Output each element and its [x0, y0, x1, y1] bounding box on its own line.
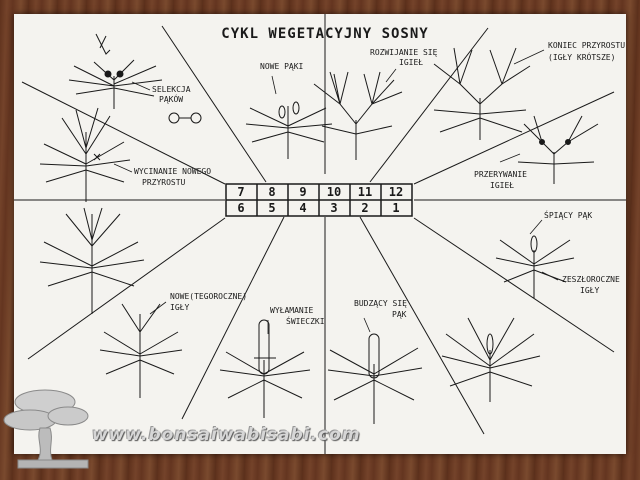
divider-lines: [14, 14, 626, 454]
stage-labels: SELEKCJA PĄKÓW NOWE PĄKI ROZWIJANIE SIĘ …: [134, 41, 625, 326]
label-wykamanie: WYŁAMANIE: [270, 306, 314, 315]
month-cell: 10: [327, 185, 341, 199]
watermark-text: www.bonsaiwabisabi.com: [92, 425, 361, 445]
branch-wycinanie: [39, 107, 131, 202]
label-zeszloroczne: IGŁY: [580, 286, 599, 295]
branch-spiacy: [495, 235, 575, 298]
label-wycinanie: PRZYROSTU: [142, 178, 186, 187]
branch-budzacy-center: [327, 333, 423, 424]
label-budzacy: BUDZĄCY SIĘ: [354, 299, 407, 308]
diagram-title: CYKL WEGETACYJNY SOSNY: [221, 26, 428, 42]
label-rozwijanie: IGIEŁ: [399, 58, 423, 67]
month-cell: 11: [358, 185, 372, 199]
label-koniec: (IGŁY KRÓTSZE): [548, 51, 615, 62]
branch-nowe-igly: [99, 303, 183, 398]
branch-nowe-paki: [245, 101, 333, 159]
month-cell: 12: [389, 185, 403, 199]
bonsai-logo-icon: [3, 389, 89, 469]
paper-sheet: [14, 14, 626, 454]
month-cell: 9: [299, 185, 306, 199]
month-cell: 6: [237, 201, 244, 215]
label-spiacy: ŚPIĄCY PĄK: [544, 209, 592, 220]
label-wykamanie: ŚWIECZKI: [286, 315, 325, 326]
month-cell: 3: [330, 201, 337, 215]
month-cell: 1: [392, 201, 399, 215]
label-przerywanie: PRZERYWANIE: [474, 170, 527, 179]
month-cell: 5: [268, 201, 275, 215]
label-przerywanie: IGIEŁ: [490, 181, 514, 190]
branch-koniec: [433, 47, 531, 140]
month-cell: 8: [268, 185, 275, 199]
label-selekcja: PĄKÓW: [159, 93, 183, 104]
branch-rozwijanie: [313, 71, 403, 160]
label-koniec: KONIEC PRZYROSTU: [548, 41, 625, 50]
branch-przerywanie: [517, 115, 599, 184]
pine-cycle-diagram: CYKL WEGETACYJNY SOSNY 7 8 9 10 11 12 6 …: [14, 14, 626, 454]
month-table: 7 8 9 10 11 12 6 5 4 3 2 1: [225, 183, 413, 217]
label-nowe-igly: IGŁY: [170, 303, 189, 312]
leader-lines: [113, 49, 559, 334]
branch-wykamanie: [219, 319, 311, 418]
month-cell: 4: [299, 201, 306, 215]
month-cell: 2: [361, 201, 368, 215]
label-budzacy: PĄK: [392, 310, 407, 319]
branch-left-lower: [39, 207, 145, 314]
month-cell: 7: [237, 185, 244, 199]
branch-budzacy-right: [441, 317, 541, 402]
label-zeszloroczne: ZESZŁOROCZNE: [562, 275, 620, 284]
branch-selekcja: [68, 33, 202, 124]
label-rozwijanie: ROZWIJANIE SIĘ: [370, 48, 438, 57]
label-nowe-paki: NOWE PĄKI: [260, 62, 304, 71]
label-wycinanie: WYCINANIE NOWEGO: [134, 167, 211, 176]
label-selekcja: SELEKCJA: [152, 85, 191, 94]
label-nowe-igly: NOWE(TEGOROCZNE): [170, 292, 247, 301]
branch-drawings: [39, 33, 599, 424]
